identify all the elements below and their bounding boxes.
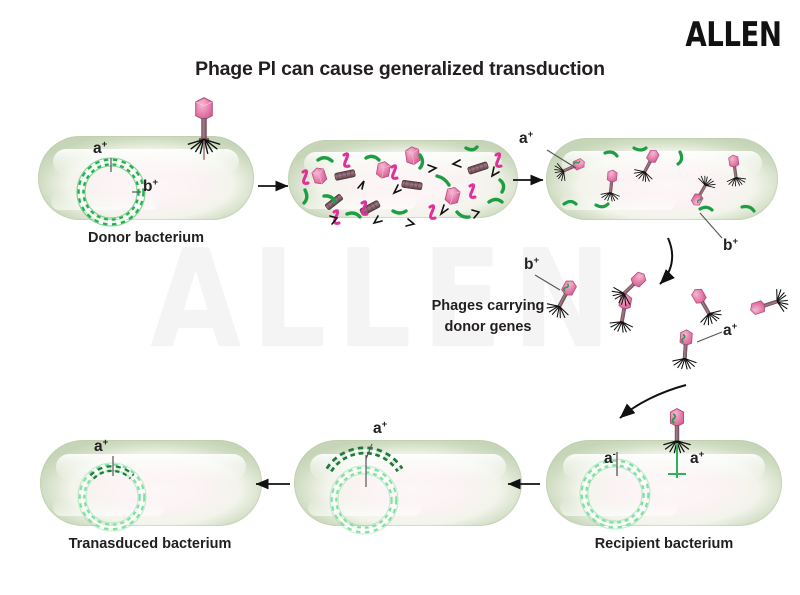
recipient-gene-a-plus-label: a+ bbox=[690, 450, 704, 468]
free-phages-gene-b-label: b+ bbox=[524, 256, 539, 274]
recipient-gene-a-minus-label: a- bbox=[604, 450, 616, 468]
donor-gene-b-label: b+ bbox=[143, 178, 158, 196]
transduced-gene-a-text: a bbox=[94, 438, 103, 456]
recombination-gene-a-text: a bbox=[373, 420, 382, 438]
assembly-gene-a-sup: + bbox=[527, 129, 534, 140]
free-phages bbox=[543, 265, 791, 371]
recombination-gene-a-leader bbox=[365, 443, 373, 487]
donor-gene-b-text: b bbox=[143, 178, 153, 196]
assembly-gene-b-label: b+ bbox=[723, 237, 738, 255]
donor-gene-a-text: a bbox=[93, 140, 102, 158]
arrow-free-phages-to-recipient bbox=[619, 384, 687, 419]
free-gene-a-text: a bbox=[723, 322, 732, 340]
recipient-gene-a-minus-text: a bbox=[604, 450, 613, 468]
assembly-gene-a-label: a+ bbox=[519, 130, 533, 148]
free-gene-b-text: b bbox=[524, 256, 534, 274]
recipient-bacterium-caption: Recipient bacterium bbox=[594, 536, 734, 552]
transduced-bacterium-body bbox=[40, 440, 262, 526]
transduced-gene-a-sup: + bbox=[102, 437, 109, 448]
transduced-chromosome bbox=[77, 462, 147, 532]
recombination-chromosome bbox=[329, 465, 399, 535]
assembly-phages bbox=[551, 145, 756, 213]
free-gene-b-sup: + bbox=[533, 255, 540, 266]
donor-gene-a-label: a+ bbox=[93, 140, 107, 158]
free-phage-gene-a-leader bbox=[696, 331, 723, 343]
lysis-contents bbox=[301, 145, 506, 227]
free-phages-caption-line1: Phages carrying bbox=[431, 298, 545, 314]
donor-gene-b-sup: + bbox=[152, 177, 159, 188]
recombination-donor-fragment bbox=[325, 446, 404, 473]
free-phages-gene-a-label: a+ bbox=[723, 322, 737, 340]
assembly-gene-b-sup: + bbox=[732, 236, 739, 247]
page-title: Phage Pl can cause generalized transduct… bbox=[195, 58, 605, 80]
allen-watermark: ALLEN bbox=[150, 219, 622, 379]
assembly-gene-b-leader bbox=[699, 212, 723, 239]
transduced-bacterium-caption: Tranasduced bacterium bbox=[68, 536, 232, 552]
recombination-gene-a-label: a+ bbox=[373, 420, 387, 438]
free-phages-caption: Phages carrying donor genes bbox=[418, 296, 558, 338]
recipient-injected-dna bbox=[668, 443, 686, 478]
recombination-gene-a-sup: + bbox=[381, 419, 388, 430]
transduced-gene-a-label: a+ bbox=[94, 438, 108, 456]
donor-bacterium-body bbox=[38, 136, 254, 220]
free-phages-caption-line2: donor genes bbox=[444, 319, 532, 336]
recipient-chromosome bbox=[579, 458, 651, 530]
assembly-gene-a-text: a bbox=[519, 130, 528, 148]
free-gene-a-sup: + bbox=[731, 321, 738, 332]
recipient-gene-a-minus-sup: - bbox=[612, 449, 616, 460]
donor-gene-a-sup: + bbox=[101, 139, 108, 150]
assembly-gene-a-leader bbox=[546, 149, 577, 169]
free-phage-gene-b-leader bbox=[534, 274, 561, 291]
arrow-assembly-to-free-phages bbox=[659, 237, 675, 285]
allen-logo: ALLEN bbox=[685, 16, 783, 56]
recipient-gene-a-plus-sup: + bbox=[698, 449, 705, 460]
donor-bacterium-caption: Donor bacterium bbox=[87, 230, 204, 246]
assembly-gene-b-text: b bbox=[723, 237, 733, 255]
recipient-gene-a-plus-text: a bbox=[690, 450, 699, 468]
donor-attached-phage bbox=[187, 97, 221, 160]
